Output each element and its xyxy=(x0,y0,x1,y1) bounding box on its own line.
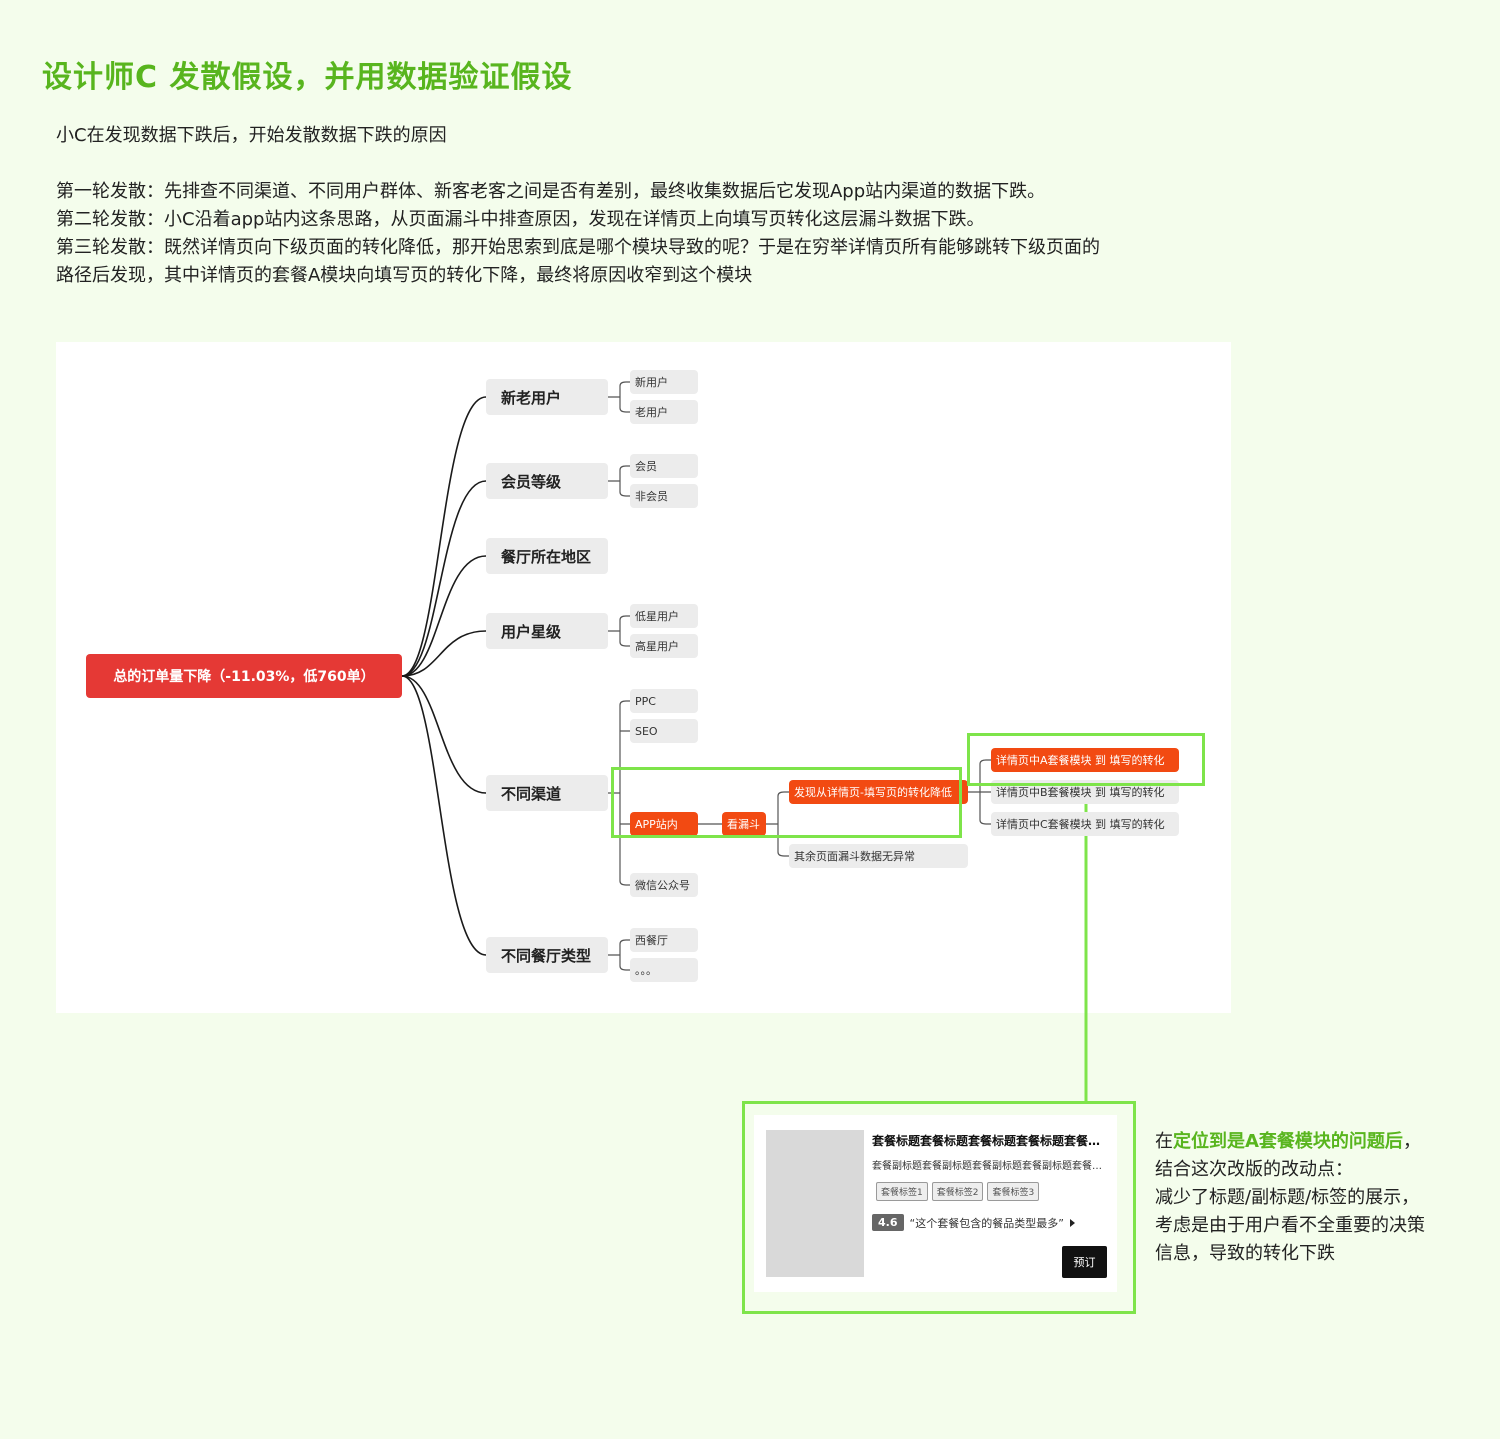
package-image xyxy=(766,1130,864,1277)
note-emphasis: 定位到是A套餐模块的问题后 xyxy=(1173,1131,1403,1152)
leaf-more: 。。。 xyxy=(630,958,698,982)
intro-round2: 第二轮发散：小C沿着app站内这条思路，从页面漏斗中排查原因，发现在详情页上向填… xyxy=(56,209,985,230)
highlight-module-a xyxy=(967,733,1205,786)
note-text: ， xyxy=(1402,1131,1421,1152)
package-card: 套餐标题套餐标题套餐标题套餐标题套餐标题 套餐副标题套餐副标题套餐副标题套餐副标… xyxy=(754,1115,1117,1292)
note-text: 在 xyxy=(1155,1131,1173,1152)
leaf-western: 西餐厅 xyxy=(630,928,698,952)
note-line2: 结合这次改版的改动点： xyxy=(1155,1159,1353,1180)
intro-round1: 第一轮发散：先排查不同渠道、不同用户群体、新客老客之间是否有差别，最终收集数据后… xyxy=(56,181,1046,202)
intro-round3-cont: 路径后发现，其中详情页的套餐A模块向填写页的转化下降，最终将原因收窄到这个模块 xyxy=(56,265,753,286)
conclusion-note: 在定位到是A套餐模块的问题后， 结合这次改版的改动点： 减少了标题/副标题/标签… xyxy=(1155,1128,1475,1268)
leaf-low-star: 低星用户 xyxy=(630,604,698,628)
branch-restaurant-type: 不同餐厅类型 xyxy=(486,937,608,973)
package-rating[interactable]: 4.6 “这个套餐包含的餐品类型最多” xyxy=(872,1214,1075,1231)
note-line3: 减少了标题/副标题/标签的展示， xyxy=(1155,1187,1420,1208)
branch-region: 餐厅所在地区 xyxy=(486,538,608,574)
rating-review: “这个套餐包含的餐品类型最多” xyxy=(909,1216,1064,1230)
intro-round3: 第三轮发散：既然详情页向下级页面的转化降低，那开始思索到底是哪个模块导致的呢？于… xyxy=(56,237,1100,258)
leaf-new-user: 新用户 xyxy=(630,370,698,394)
package-title: 套餐标题套餐标题套餐标题套餐标题套餐标题 xyxy=(872,1134,1108,1148)
finding-other-node: 其余页面漏斗数据无异常 xyxy=(789,844,968,868)
page-title: 设计师C 发散假设，并用数据验证假设 xyxy=(42,60,573,95)
module-a-node: 详情页中A套餐模块 到 填写的转化 xyxy=(991,748,1179,772)
leaf-member: 会员 xyxy=(630,454,698,478)
leaf-ppc: PPC xyxy=(630,689,698,713)
note-line4: 考虑是由于用户看不全重要的决策 xyxy=(1155,1215,1425,1236)
package-tags: 套餐标签1 套餐标签2 套餐标签3 xyxy=(876,1182,1040,1201)
leaf-non-member: 非会员 xyxy=(630,484,698,508)
leaf-seo: SEO xyxy=(630,719,698,743)
intro-line: 小C在发现数据下跌后，开始发散数据下跌的原因 xyxy=(56,125,447,146)
root-node: 总的订单量下降（-11.03%，低760单） xyxy=(86,654,402,698)
branch-channel: 不同渠道 xyxy=(486,775,608,811)
package-tag: 套餐标签2 xyxy=(931,1182,984,1201)
chevron-right-icon xyxy=(1069,1218,1075,1227)
note-line5: 信息，导致的转化下跌 xyxy=(1155,1243,1335,1264)
highlight-app-funnel xyxy=(611,767,962,838)
module-c-node: 详情页中C套餐模块 到 填写的转化 xyxy=(991,812,1179,836)
branch-new-old-users: 新老用户 xyxy=(486,379,608,415)
branch-user-star: 用户星级 xyxy=(486,613,608,649)
leaf-high-star: 高星用户 xyxy=(630,634,698,658)
finding-node: 发现从详情页-填写页的转化降低 xyxy=(789,780,968,804)
book-button[interactable]: 预订 xyxy=(1062,1246,1107,1278)
leaf-app: APP站内 xyxy=(630,812,698,836)
rating-score: 4.6 xyxy=(872,1214,904,1231)
leaf-old-user: 老用户 xyxy=(630,400,698,424)
branch-membership: 会员等级 xyxy=(486,463,608,499)
funnel-node: 看漏斗 xyxy=(722,812,766,836)
intro-text: 小C在发现数据下跌后，开始发散数据下跌的原因 第一轮发散：先排查不同渠道、不同用… xyxy=(56,122,1100,290)
package-tag: 套餐标签1 xyxy=(876,1182,928,1201)
package-tag: 套餐标签3 xyxy=(987,1182,1040,1201)
package-subtitle: 套餐副标题套餐副标题套餐副标题套餐副标题套餐副标题 xyxy=(872,1161,1108,1172)
leaf-wechat: 微信公众号 xyxy=(630,873,698,897)
note-line1: 在定位到是A套餐模块的问题后， xyxy=(1155,1128,1475,1156)
